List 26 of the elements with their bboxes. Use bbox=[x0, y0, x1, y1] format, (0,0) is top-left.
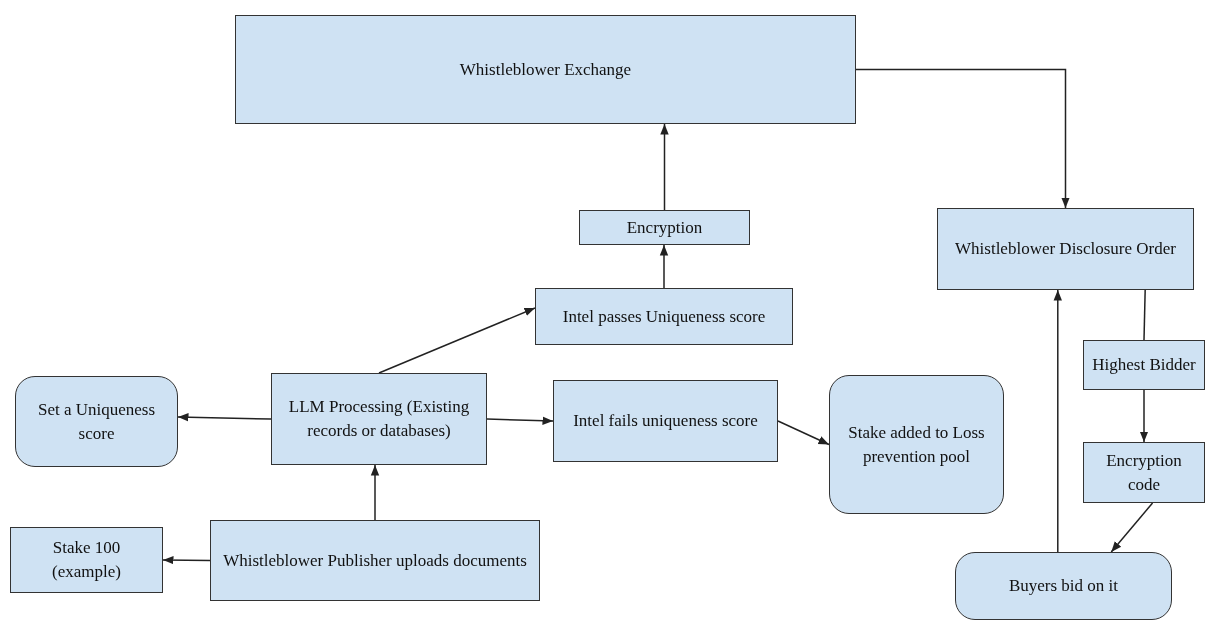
arrow bbox=[1110, 502, 1154, 553]
process-box: Whistleblower Exchange bbox=[235, 15, 856, 124]
process-box: Encryption code bbox=[1083, 442, 1205, 503]
arrow bbox=[162, 555, 211, 565]
arrow bbox=[177, 413, 272, 422]
process-box: Encryption bbox=[579, 210, 750, 245]
process-box: Intel fails uniqueness score bbox=[553, 380, 778, 462]
arrow bbox=[855, 68, 1070, 209]
arrow bbox=[660, 123, 669, 211]
arrow bbox=[777, 420, 830, 446]
process-box: Highest Bidder bbox=[1083, 340, 1205, 390]
process-box: Whistleblower Publisher uploads documents bbox=[210, 520, 540, 601]
process-box: Whistleblower Disclosure Order bbox=[937, 208, 1194, 290]
rounded-process-box: Buyers bid on it bbox=[955, 552, 1172, 620]
arrow bbox=[370, 464, 380, 521]
connector-line bbox=[1143, 289, 1146, 341]
arrow bbox=[486, 416, 554, 425]
process-box: Intel passes Uniqueness score bbox=[535, 288, 793, 345]
process-box: LLM Processing (Existing records or databases) bbox=[271, 373, 487, 465]
rounded-process-box: Set a Uniqueness score bbox=[15, 376, 178, 467]
process-box: Stake 100 (example) bbox=[10, 527, 163, 593]
arrow bbox=[1053, 289, 1062, 553]
arrow bbox=[659, 244, 669, 289]
arrow bbox=[1139, 389, 1149, 443]
arrow bbox=[378, 307, 536, 374]
rounded-process-box: Stake added to Loss prevention pool bbox=[829, 375, 1004, 514]
